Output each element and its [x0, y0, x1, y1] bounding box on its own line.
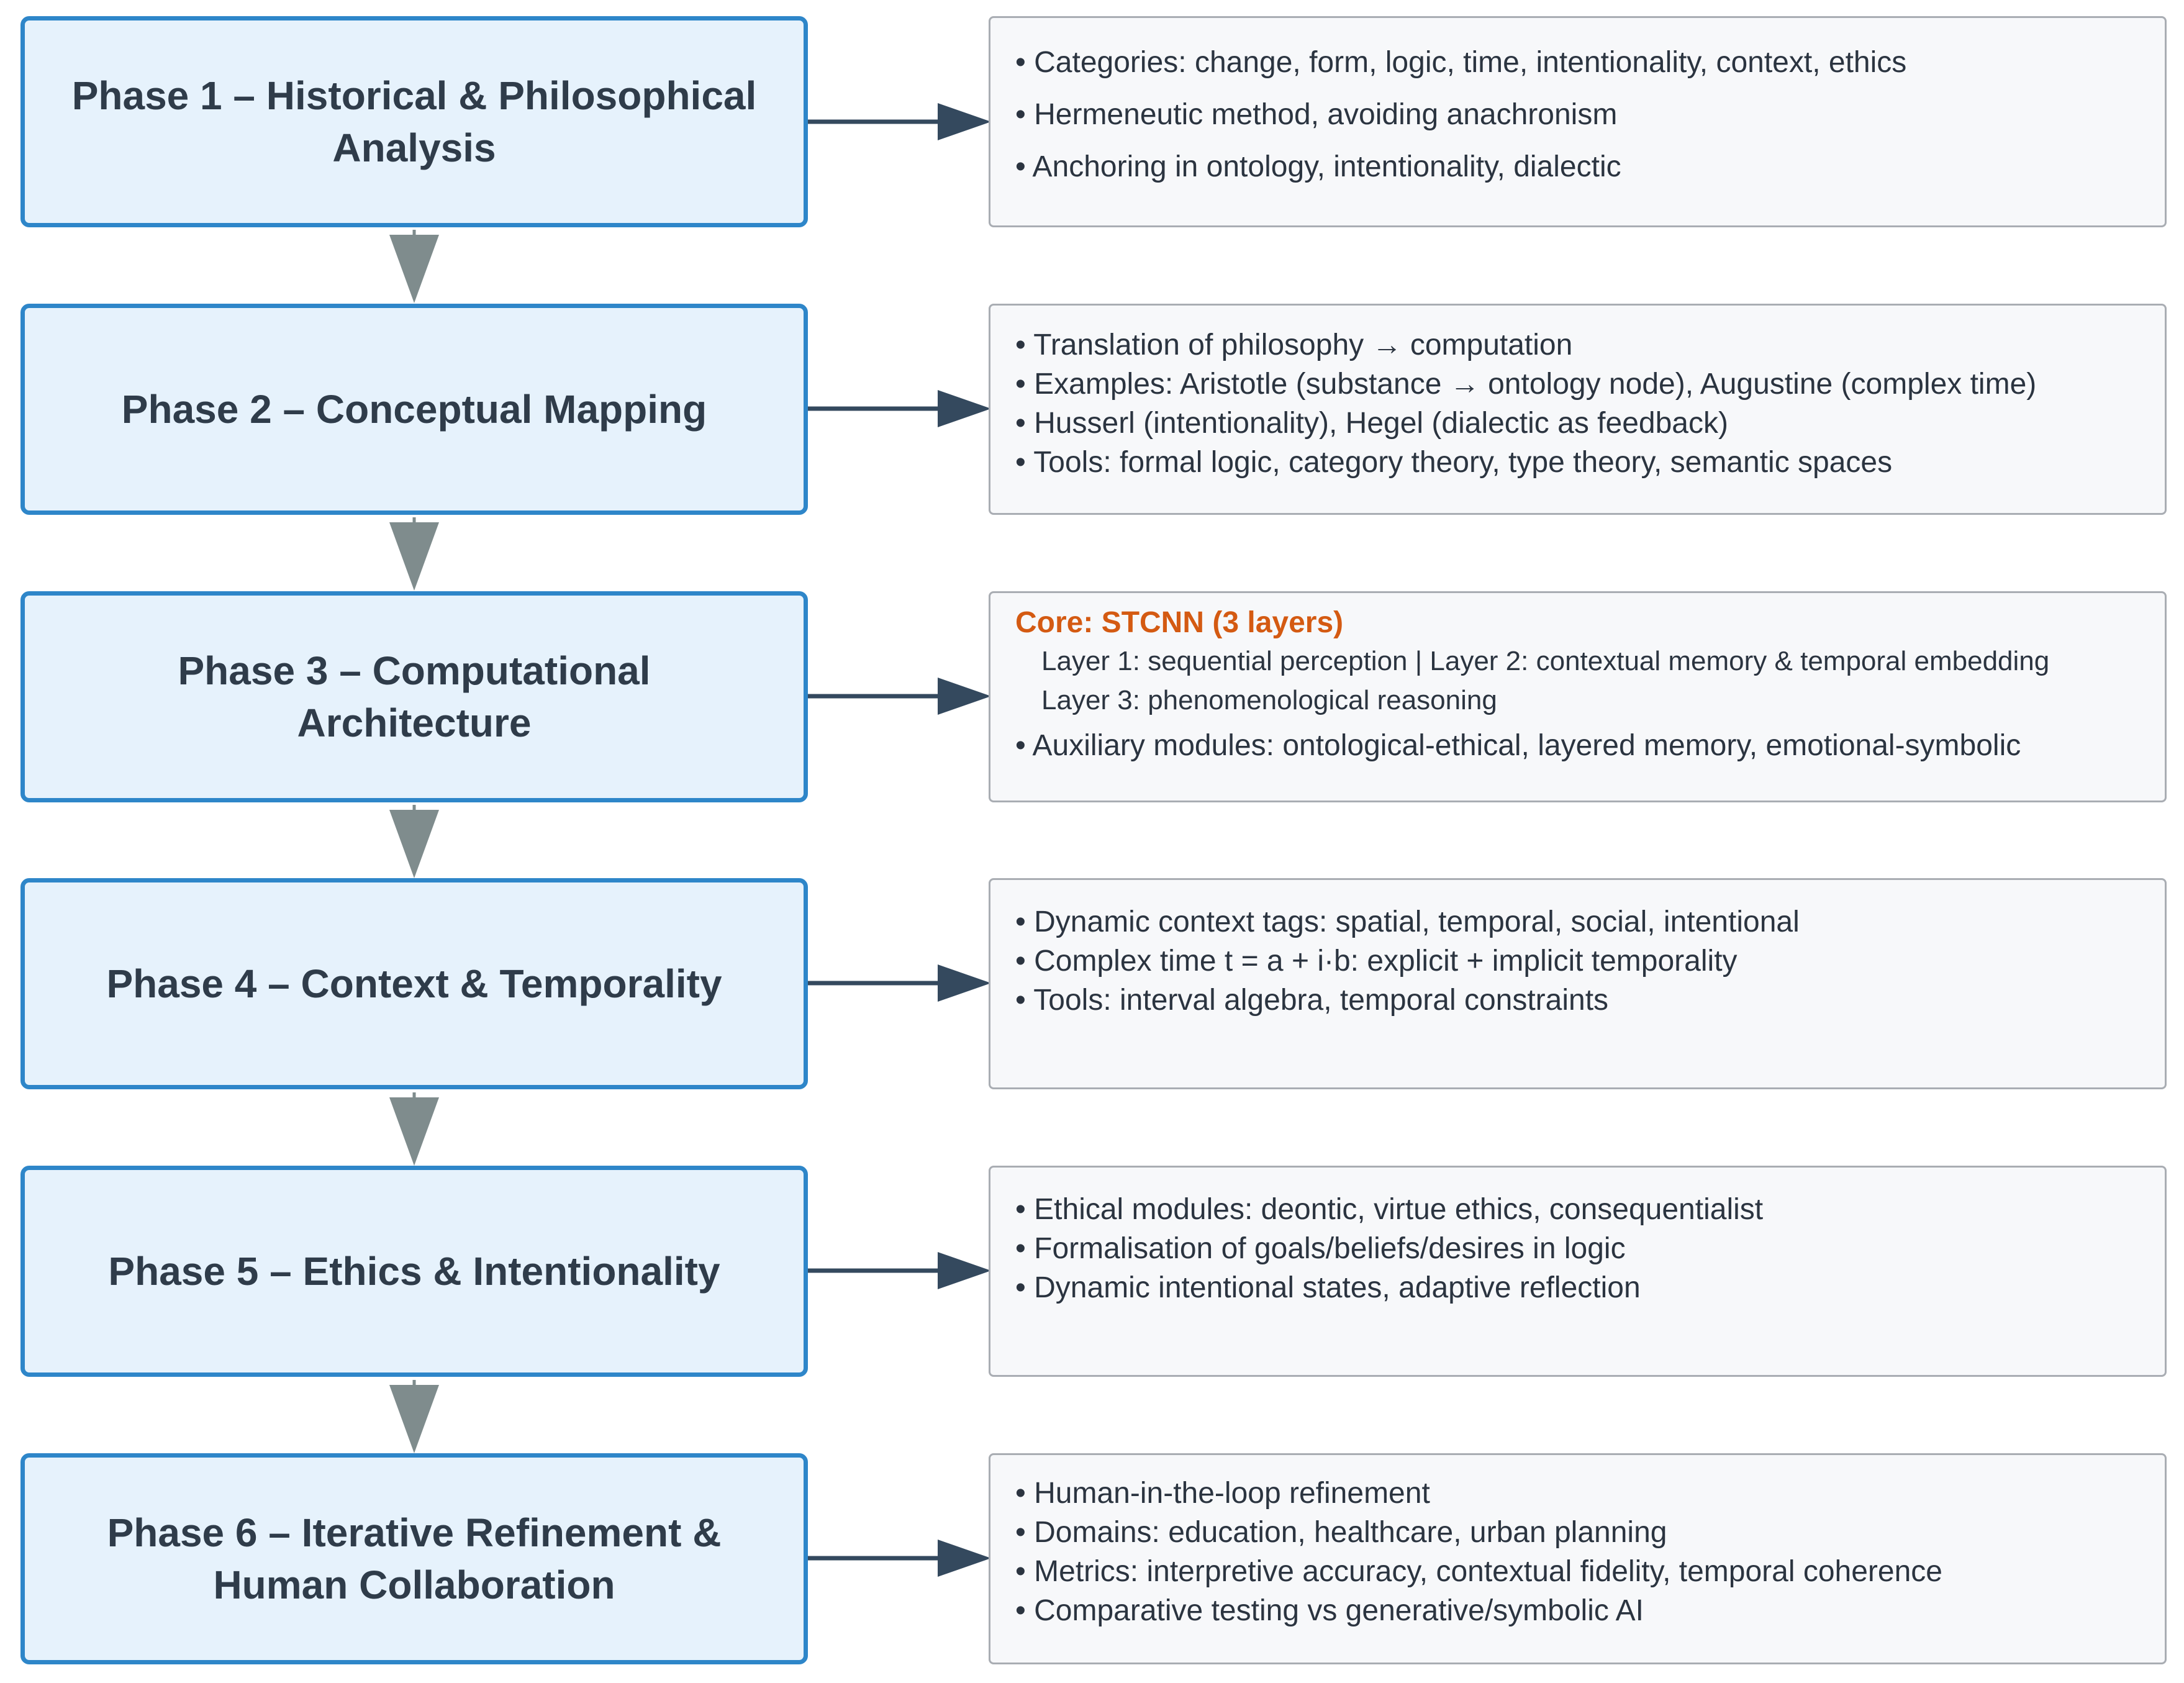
phase-title-2: Phase 2 – Conceptual Mapping — [121, 387, 707, 432]
detail-box-3: Core: STCNN (3 layers) Layer 1: sequenti… — [989, 591, 2167, 802]
detail-5-bullet-2: • Formalisation of goals/beliefs/desires… — [1015, 1232, 1626, 1265]
phase-box-5: Phase 5 – Ethics & Intentionality — [20, 1166, 808, 1377]
link-arrow-1 — [808, 103, 991, 140]
layer-line-2: Layer 3: phenomenological reasoning — [1041, 685, 1497, 715]
detail-1-bullet-2: • Hermeneutic method, avoiding anachroni… — [1015, 98, 1618, 131]
detail-4-bullet-3: • Tools: interval algebra, temporal cons… — [1015, 984, 1609, 1017]
flow-arrow-1-2 — [389, 230, 439, 303]
detail-box-6: • Human-in-the-loop refinement • Domains… — [989, 1453, 2167, 1664]
detail-1-bullet-1: • Categories: change, form, logic, time,… — [1015, 46, 1907, 79]
phase-box-1: Phase 1 – Historical & Philosophical Ana… — [20, 16, 808, 227]
flow-arrow-2-3 — [389, 517, 439, 591]
detail-box-1: • Categories: change, form, logic, time,… — [989, 16, 2167, 227]
phase-title-3: Phase 3 – Computational Architecture — [178, 648, 651, 745]
detail-box-5: • Ethical modules: deontic, virtue ethic… — [989, 1166, 2167, 1377]
detail-5-bullet-1: • Ethical modules: deontic, virtue ethic… — [1015, 1193, 1764, 1226]
core-title: Core: STCNN (3 layers) — [1015, 606, 1344, 639]
detail-6-bullet-2: • Domains: education, healthcare, urban … — [1015, 1516, 1667, 1549]
detail-6-bullet-3: • Metrics: interpretive accuracy, contex… — [1015, 1555, 1942, 1588]
phase-title-1: Phase 1 – Historical & Philosophical Ana… — [71, 73, 757, 170]
link-arrow-6 — [808, 1540, 991, 1577]
layer-line-1: Layer 1: sequential perception | Layer 2… — [1041, 646, 2050, 676]
detail-6-bullet-1: • Human-in-the-loop refinement — [1015, 1477, 1430, 1510]
detail-1-bullet-3: • Anchoring in ontology, intentionality,… — [1015, 150, 1621, 183]
detail-6-bullet-4: • Comparative testing vs generative/symb… — [1015, 1594, 1644, 1627]
phase-title-4: Phase 4 – Context & Temporality — [106, 961, 722, 1006]
detail-2-bullet-1: • Translation of philosophy → computatio… — [1015, 329, 1573, 361]
phase-title-6: Phase 6 – Iterative Refinement & Human C… — [107, 1510, 722, 1607]
link-arrow-5 — [808, 1252, 991, 1289]
phase-box-4: Phase 4 – Context & Temporality — [20, 878, 808, 1089]
flow-arrow-5-6 — [389, 1380, 439, 1453]
detail-box-2: • Translation of philosophy → computatio… — [989, 304, 2167, 515]
link-arrow-3 — [808, 678, 991, 715]
flow-arrow-4-5 — [389, 1092, 439, 1166]
detail-5-bullet-3: • Dynamic intentional states, adaptive r… — [1015, 1271, 1641, 1304]
detail-3-bullet-1: • Auxiliary modules: ontological-ethical… — [1015, 729, 2021, 762]
detail-box-4: • Dynamic context tags: spatial, tempora… — [989, 878, 2167, 1089]
detail-4-bullet-2: • Complex time t = a + i·b: explicit + i… — [1015, 945, 1738, 978]
detail-2-bullet-3: • Husserl (intentionality), Hegel (diale… — [1015, 407, 1728, 440]
detail-2-bullet-2: • Examples: Aristotle (substance → ontol… — [1015, 368, 2037, 401]
link-arrow-4 — [808, 964, 991, 1002]
phase-title-5: Phase 5 – Ethics & Intentionality — [108, 1249, 720, 1294]
phase-box-2: Phase 2 – Conceptual Mapping — [20, 304, 808, 515]
detail-2-bullet-4: • Tools: formal logic, category theory, … — [1015, 446, 1893, 479]
link-arrow-2 — [808, 390, 991, 427]
phase-box-6: Phase 6 – Iterative Refinement & Human C… — [20, 1453, 808, 1664]
flow-arrow-3-4 — [389, 805, 439, 878]
detail-4-bullet-1: • Dynamic context tags: spatial, tempora… — [1015, 905, 1800, 938]
phase-box-3: Phase 3 – Computational Architecture — [20, 591, 808, 802]
